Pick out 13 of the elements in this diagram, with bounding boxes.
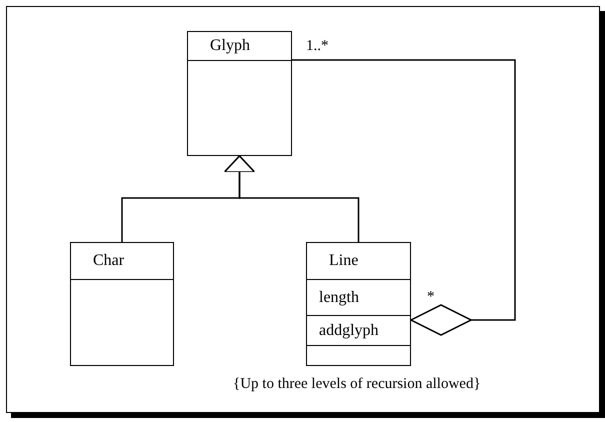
attribute-text: length [319,288,359,306]
class-box [306,242,411,366]
class-name: Glyph [210,37,250,55]
generalization-arrow [224,155,360,242]
operation-text: addglyph [319,322,379,340]
multiplicity-label: * [427,289,434,306]
constraint-note: {Up to three levels of recursion allowed} [233,376,481,393]
class-name: Char [93,252,124,270]
aggregation-line [292,59,516,336]
class-box [187,31,292,156]
class-name: Line [329,252,358,270]
class-box [70,242,174,366]
multiplicity-label: 1..* [306,38,328,55]
